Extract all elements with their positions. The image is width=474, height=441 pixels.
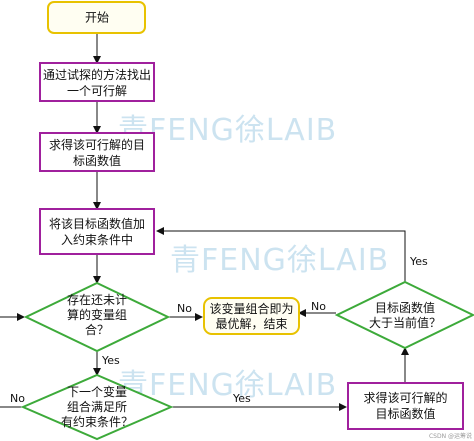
edge-label-next-yes: Yes (232, 392, 251, 405)
edges (0, 33, 409, 411)
start-node: 开始 (47, 1, 146, 34)
edge-label-compare-no: No (311, 300, 326, 313)
process-add-constraint: 将该目标函数值加 入约束条件中 (39, 208, 155, 255)
decision-compare-line-2: 大于当前值？ (369, 315, 441, 330)
process-add-constraint-line-1: 将该目标函数值加 (49, 216, 145, 231)
edge-label-compare-yes: Yes (409, 255, 428, 268)
decision-next-line-1: 下一个变量 (67, 384, 127, 399)
process-trial-line-2: 一个可行解 (67, 84, 127, 98)
process-objective-line-1: 求得该可行解的目 (49, 137, 145, 152)
result-line-1: 该变量组合即为 (209, 301, 293, 316)
decision-compare-line-1: 目标函数值 (375, 300, 435, 315)
decision-unexplored: 存在还未计 算的变量组 合？ (23, 281, 171, 353)
process-trial: 通过试探的方法找出 一个可行解 (39, 62, 155, 102)
decision-compare: 目标函数值 大于当前值？ (334, 280, 474, 350)
start-label: 开始 (85, 11, 109, 25)
decision-next-line-2: 组合满足所 (67, 399, 127, 414)
edge-compare-to-add (156, 227, 406, 282)
decision-unexplored-line-3: 合？ (85, 322, 109, 337)
decision-unexplored-line-1: 存在还未计 (67, 293, 127, 307)
result-line-2: 最优解，结束 (215, 317, 287, 331)
decision-unexplored-line-2: 算的变量组 (67, 307, 127, 322)
decision-next: 下一个变量 组合满足所 有约束条件？ (20, 373, 174, 441)
credit-text: CSDN @运筹说 (429, 432, 472, 440)
watermark-text: 青FENG徐LAIB (118, 368, 337, 403)
process-objective-again-line-1: 求得该可行解的 (363, 390, 447, 405)
result-node: 该变量组合即为 最优解，结束 (203, 297, 300, 335)
process-add-constraint-line-2: 入约束条件中 (61, 232, 133, 247)
process-objective: 求得该可行解的目 标函数值 (39, 132, 155, 172)
decision-next-line-3: 有约束条件？ (61, 414, 133, 429)
process-trial-line-1: 通过试探的方法找出 (43, 67, 151, 82)
process-objective-again-line-2: 目标函数值 (375, 406, 435, 421)
edge-label-no-result: No (177, 302, 192, 315)
process-objective-again: 求得该可行解的 目标函数值 (347, 382, 464, 430)
edge-label-next-no: No (10, 392, 25, 405)
edge-label-yes-down: Yes (101, 354, 120, 367)
watermark-text: 青FENG徐LAIB (170, 243, 389, 278)
process-objective-line-2: 标函数值 (73, 153, 121, 168)
